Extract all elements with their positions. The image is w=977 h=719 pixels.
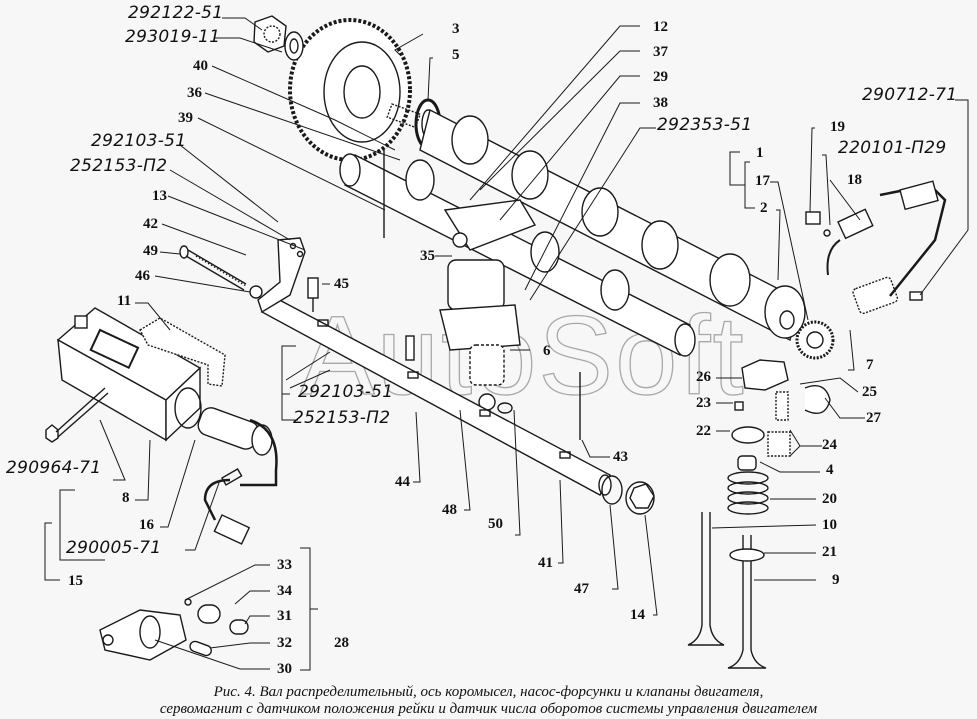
rocker-assembly [99,598,249,661]
bolt-49 [179,245,263,299]
callout-20: 20 [822,491,837,507]
part-number-label: 292353-51 [657,115,753,135]
callout-22: 22 [696,423,711,439]
callout-47: 47 [574,581,589,597]
callout-41: 41 [538,555,553,571]
callout-11: 11 [117,293,132,309]
callout-6: 6 [543,343,551,359]
part-number-label: 293019-11 [125,27,221,47]
plug-and-washer [601,475,655,515]
callout-33: 33 [277,557,292,573]
callout-36: 36 [187,85,202,101]
callout-42: 42 [143,216,158,232]
callout-27: 27 [866,410,881,426]
callout-43: 43 [613,449,628,465]
stud-45 [307,277,319,312]
part-number-label: 290712-71 [862,85,958,105]
callout-12: 12 [653,19,668,35]
lever-bracket [257,237,306,314]
valve-parts [687,359,831,669]
callout-29: 29 [653,69,668,85]
callout-28: 28 [334,635,349,651]
callout-31: 31 [277,608,292,624]
callout-19: 19 [830,119,845,135]
callout-23: 23 [696,395,711,411]
part-number-label: 252153-П2 [70,156,168,176]
callout-21: 21 [822,544,837,560]
callout-3: 3 [452,21,460,37]
rack-position-sensor [197,407,278,545]
camshaft [419,108,806,342]
callout-4: 4 [826,462,834,478]
callout-15: 15 [68,573,83,589]
part-number-label: 292103-51 [298,382,394,402]
callout-45: 45 [334,276,349,292]
servo-magnet [56,307,202,442]
callout-16: 16 [139,517,154,533]
part-number-label: 220101-П29 [838,138,947,158]
rocker-arm [443,199,537,251]
callout-48: 48 [442,502,457,518]
callout-8: 8 [122,490,130,506]
callout-25: 25 [862,384,877,400]
callout-35: 35 [420,248,435,264]
servo-bolt [45,387,109,443]
callout-18: 18 [847,172,862,188]
timing-gear [288,18,412,162]
callout-24: 24 [822,437,837,453]
figure-caption-line-2: сервомагнит с датчиком положения рейки и… [159,701,818,717]
callout-44: 44 [395,474,410,490]
callout-1: 1 [756,145,764,161]
callout-46: 46 [135,268,150,284]
leader-lines [44,17,969,671]
servo-gasket [139,317,226,387]
figure-caption-line-1: Рис. 4. Вал распределительный, ось кором… [213,684,764,700]
callout-14: 14 [630,607,645,623]
callout-37: 37 [653,44,668,60]
callout-2: 2 [760,200,768,216]
part-number-label: 292103-51 [91,131,187,151]
part-number-label: 292122-51 [128,3,224,23]
part-number-label: 290005-71 [66,538,162,558]
callout-32: 32 [277,635,292,651]
speed-sensor [795,180,947,360]
screw-48 [405,335,415,361]
callout-17: 17 [755,173,770,189]
callout-7: 7 [866,357,874,373]
callout-30: 30 [277,661,292,677]
callout-5: 5 [452,47,460,63]
callout-38: 38 [653,95,668,111]
callout-26: 26 [696,369,711,385]
part-number-label: 290964-71 [6,458,102,478]
callout-40: 40 [193,58,208,74]
part-number-label: 252153-П2 [293,408,391,428]
unit-injector [439,259,521,414]
valve-spring [727,471,769,515]
rocker-shaft [339,150,696,357]
callout-34: 34 [277,583,292,599]
callout-9: 9 [832,572,840,588]
callout-13: 13 [152,188,167,204]
nut-and-washer [253,15,304,61]
callout-39: 39 [178,110,193,126]
callout-49: 49 [143,243,158,259]
callout-10: 10 [822,517,837,533]
callout-50: 50 [488,516,503,532]
